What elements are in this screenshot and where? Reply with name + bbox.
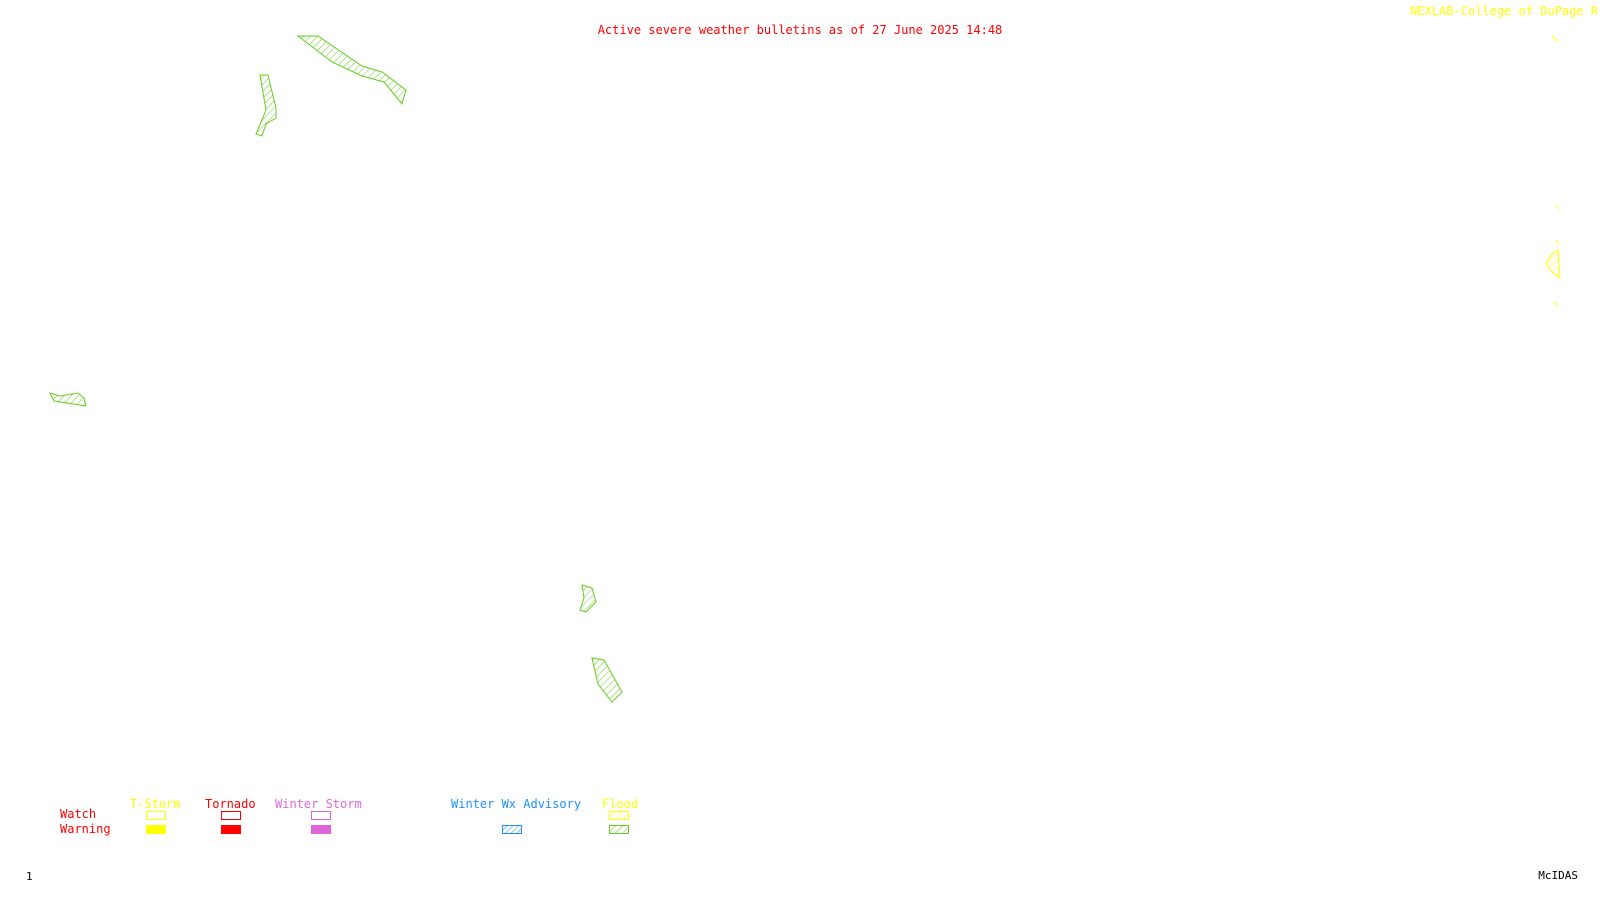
flood-watch-mark: [1555, 205, 1560, 210]
legend-flood-watch-swatch: [609, 811, 629, 820]
flood-watch-area: [1545, 249, 1561, 280]
legend-winter-storm-watch-swatch: [311, 811, 331, 820]
legend-tstorm-label: T-Storm: [130, 797, 181, 811]
legend-tornado-label: Tornado: [205, 797, 256, 811]
flood-warning-area: [591, 657, 623, 703]
flood-watch-mark: [1551, 35, 1559, 43]
legend-winter-wx-advisory-label: Winter Wx Advisory: [451, 797, 582, 811]
legend-winter-storm-label: Winter Storm: [275, 797, 362, 811]
legend-winter-wx-advisory-swatch: [502, 825, 522, 834]
flood-warning-area: [296, 35, 407, 106]
legend-flood-warning-swatch: [609, 825, 629, 834]
software-label: McIDAS: [1538, 869, 1578, 882]
legend-row-watch: Watch: [60, 807, 97, 821]
legend-row-warning: Warning: [60, 822, 111, 836]
legend-tstorm-warning-swatch: [146, 825, 166, 834]
map-title: Active severe weather bulletins as of 27…: [597, 23, 1003, 37]
flood-watch-mark: [1555, 239, 1560, 245]
frame-number: 1: [26, 870, 33, 883]
legend-flood-label: Flood: [602, 797, 639, 811]
flood-warning-area: [49, 392, 87, 407]
legend-tornado-warning-swatch: [221, 825, 241, 834]
legend-tstorm-watch-swatch: [146, 811, 166, 820]
legend-tornado-watch-swatch: [221, 811, 241, 820]
flood-warning-area: [255, 74, 277, 137]
legend-winter-storm-warning-swatch: [311, 825, 331, 834]
source-credit: NEXLAB-College of DuPage R: [1410, 4, 1598, 18]
flood-watch-mark: [1553, 301, 1559, 307]
flood-warning-area: [579, 584, 597, 613]
